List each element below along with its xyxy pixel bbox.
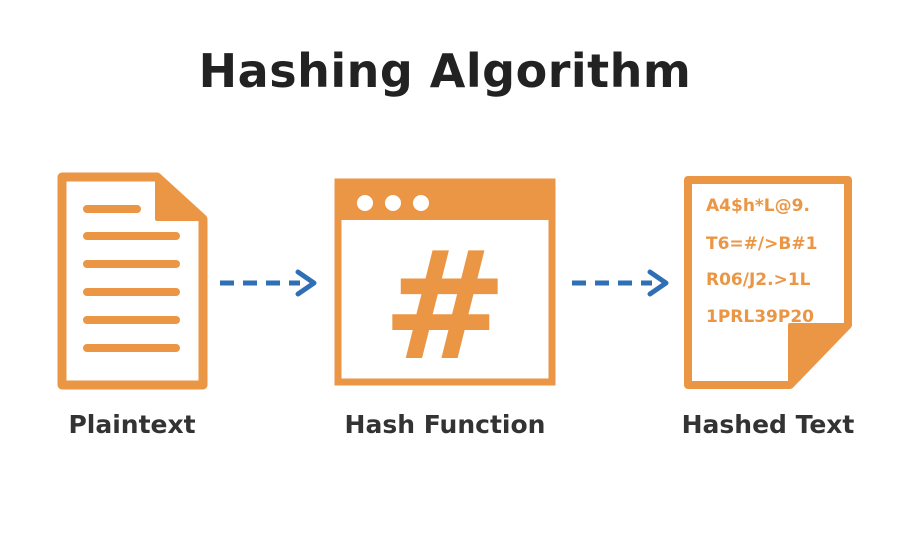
label-hashed-text: Hashed Text — [681, 410, 855, 439]
document-icon — [57, 172, 208, 390]
hash-window-icon: # — [334, 178, 556, 394]
hashed-line: R06/J2.>1L — [706, 270, 811, 290]
hashed-line: A4$h*L@9. — [706, 196, 810, 216]
label-hash-function: Hash Function — [344, 410, 546, 439]
hashed-document-icon: A4$h*L@9. T6=#/>B#1 R06/J2.>1L 1PRL39P20 — [684, 176, 852, 389]
label-plaintext: Plaintext — [68, 410, 196, 439]
hash-symbol-icon: # — [382, 220, 508, 394]
hashed-line: T6=#/>B#1 — [706, 234, 817, 254]
window-dot-icon — [413, 195, 429, 211]
hashed-line: 1PRL39P20 — [706, 307, 814, 327]
diagram-title: Hashing Algorithm — [198, 44, 692, 98]
window-dot-icon — [357, 195, 373, 211]
window-dot-icon — [385, 195, 401, 211]
arrow-hash-to-hashed — [572, 269, 669, 297]
arrow-plaintext-to-hash — [220, 269, 317, 297]
